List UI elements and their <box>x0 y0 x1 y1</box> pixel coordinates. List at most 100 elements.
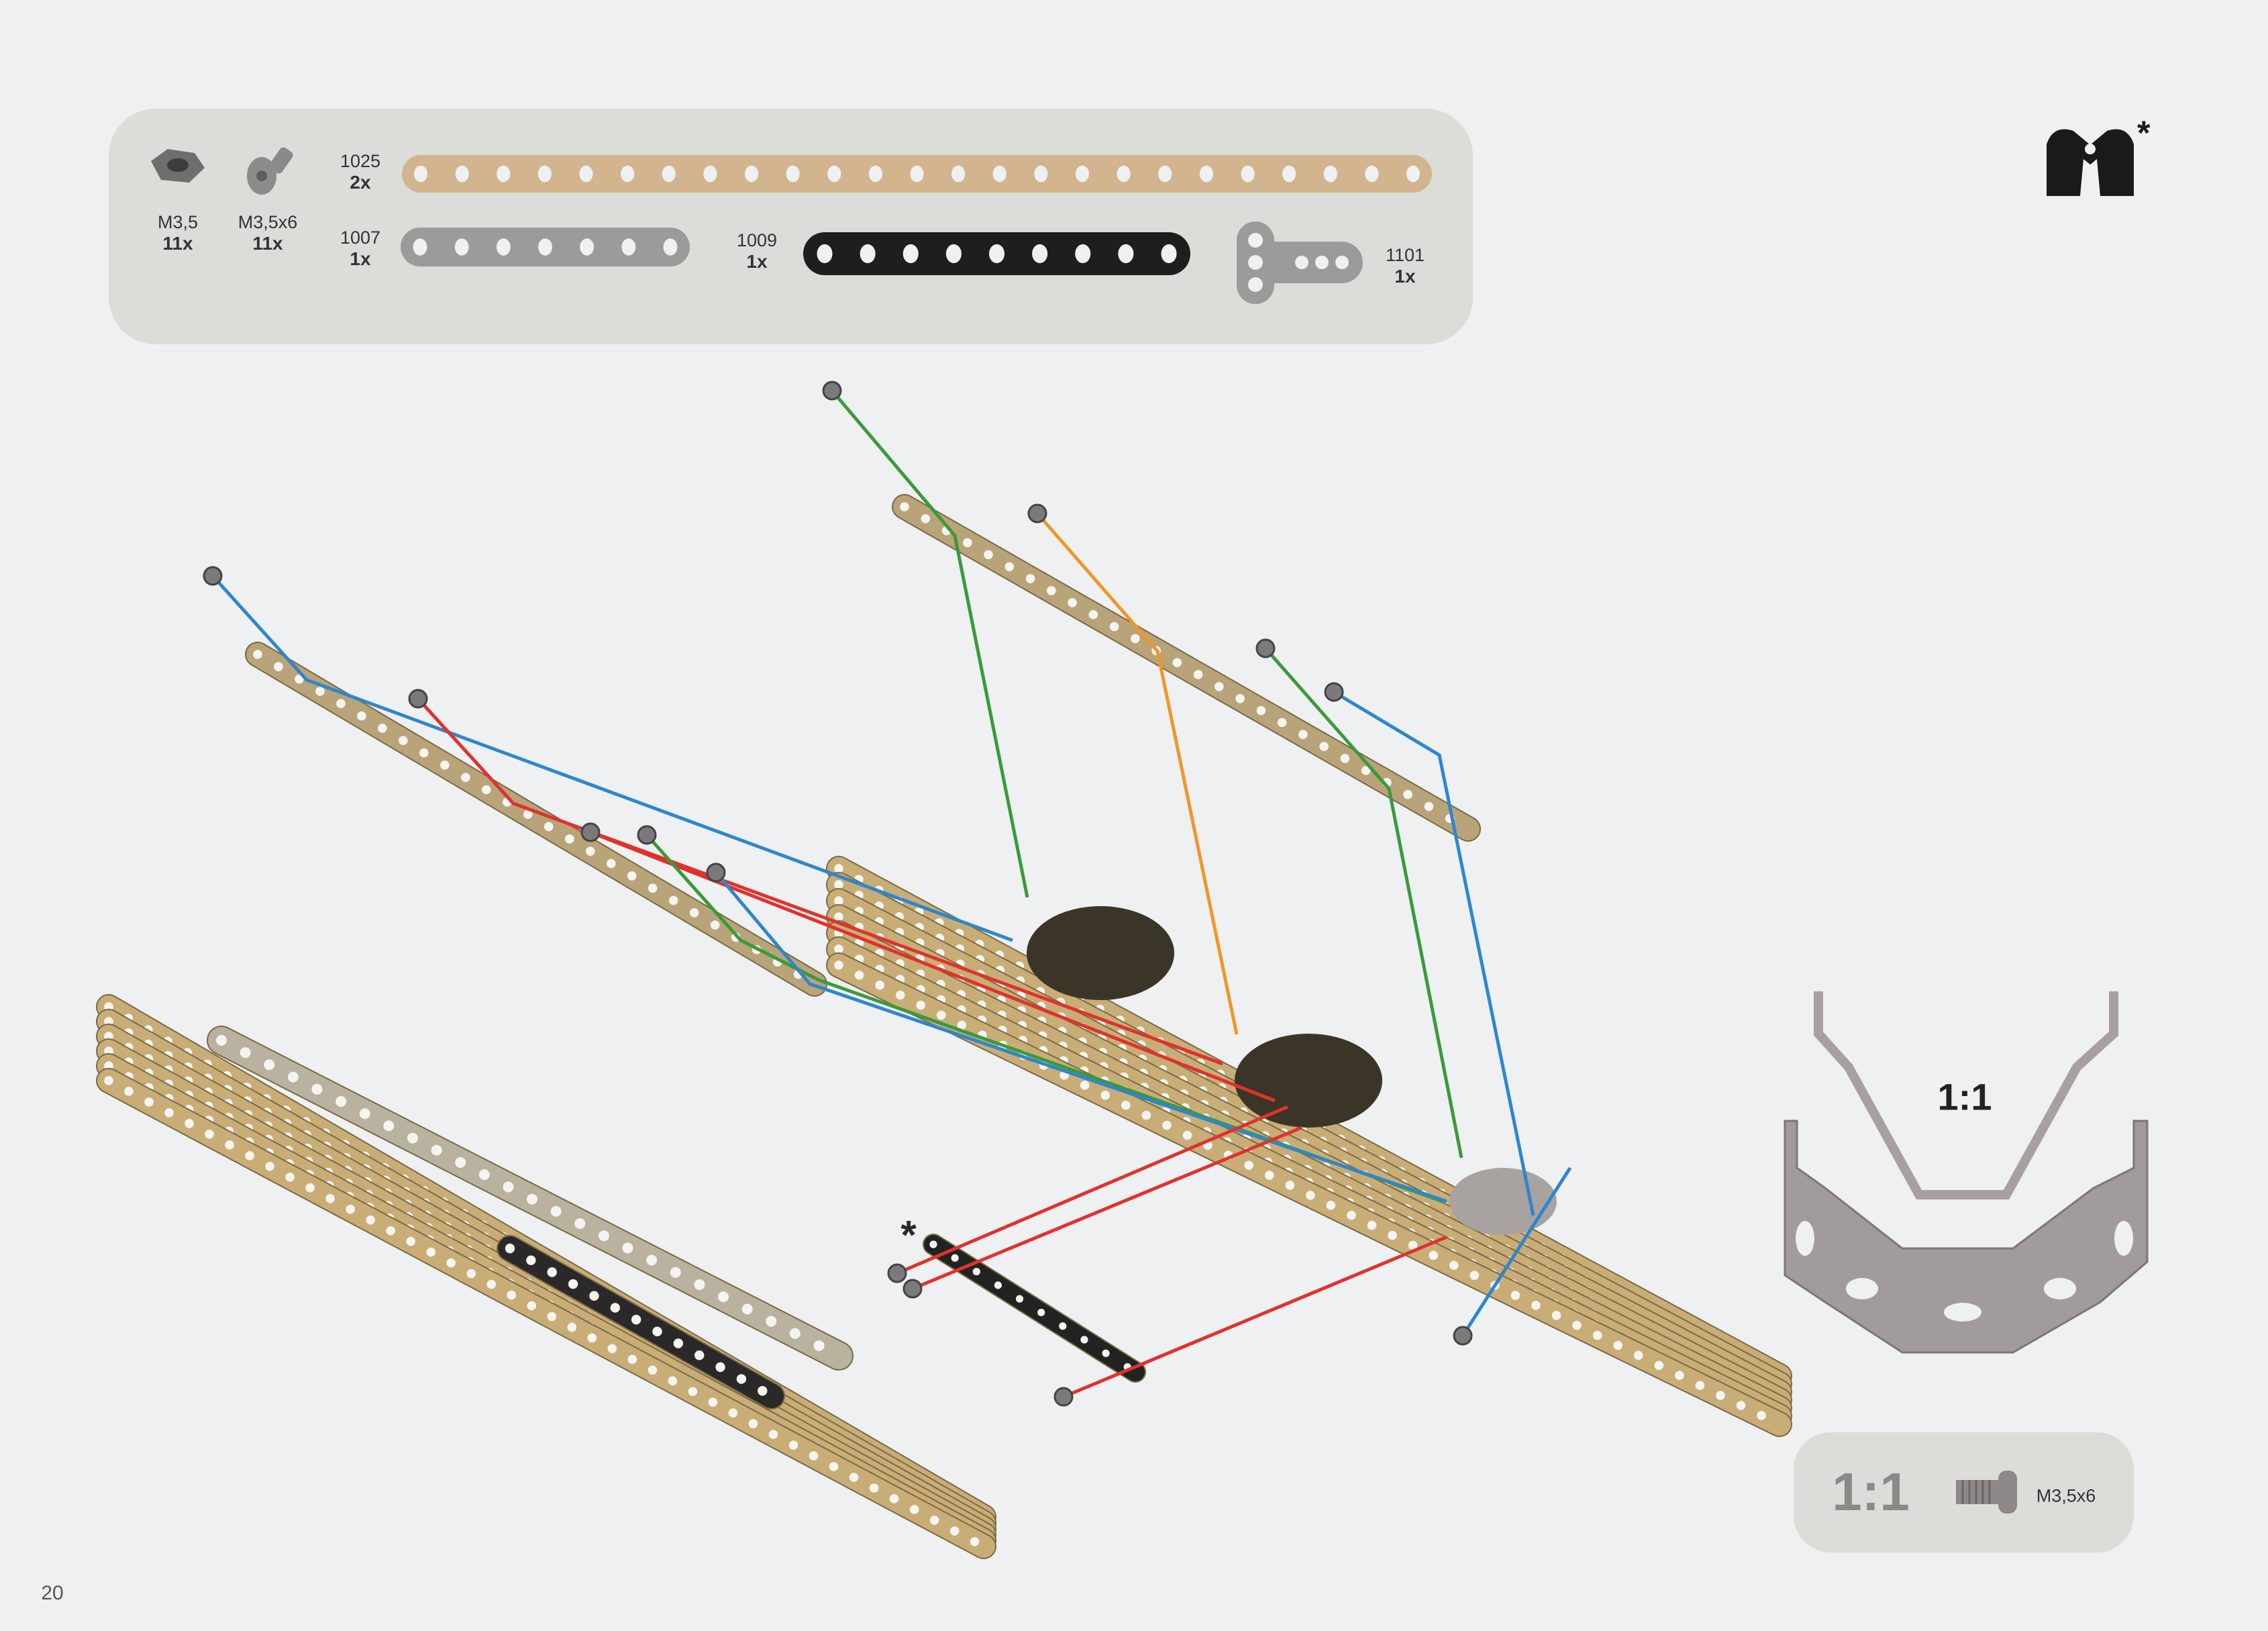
strip-hole <box>497 165 511 183</box>
strip-hole <box>537 165 552 183</box>
strip-hole <box>1032 244 1048 264</box>
assembly-guide-line <box>831 389 1029 898</box>
strip-hole <box>1161 244 1177 264</box>
part-name: 1025 <box>340 151 381 171</box>
screw-head-icon <box>580 822 601 842</box>
strip-hole <box>621 238 636 256</box>
detail-scale-label: 1:1 <box>1937 1075 1992 1118</box>
part-name: M3,5 <box>157 212 199 232</box>
assembly-guide-line <box>896 1105 1288 1275</box>
strip-hole <box>496 238 511 256</box>
strip-hole <box>1241 165 1255 183</box>
strip-hole <box>1034 165 1048 183</box>
strip-hole <box>1075 244 1091 264</box>
screw-head-icon <box>887 1263 907 1283</box>
strip-hole <box>860 244 876 264</box>
part-name: 1101 <box>1385 245 1425 265</box>
main-assembly-cylinder <box>1027 906 1174 1000</box>
two-hands-icon: * <box>2047 114 2151 196</box>
part-qty: 1x <box>1394 266 1416 287</box>
assembly-guide-line <box>590 830 1276 1103</box>
strip-hole <box>992 165 1007 183</box>
strip-hole <box>786 165 800 183</box>
screw-head-icon <box>822 381 842 401</box>
assembly-guide-line <box>211 575 1013 942</box>
strip-hole <box>1323 165 1337 183</box>
strip-1007 <box>401 228 690 266</box>
screw-head-icon <box>1027 503 1047 524</box>
assembly-guide-line <box>1461 1167 1572 1337</box>
assembly-guide-line <box>417 697 1223 1066</box>
upper-strip-1025 <box>892 494 1481 842</box>
strip-hole <box>988 244 1005 264</box>
part-name: 1009 <box>736 230 778 250</box>
strip-holes <box>834 960 1784 1429</box>
main-assembly-cylinder <box>1235 1034 1382 1128</box>
curved-bracket-detail <box>1784 991 2149 1354</box>
strip-hole <box>903 244 919 264</box>
strip-hole <box>951 165 966 183</box>
left-strip-1025 <box>245 642 827 997</box>
screw-head-icon <box>408 689 428 709</box>
page-number: 20 <box>41 1582 64 1604</box>
main-assembly-bracket <box>1449 1168 1557 1235</box>
strip-hole <box>1075 165 1090 183</box>
left-assembly-grey-strip <box>207 1026 854 1371</box>
screw-head-icon <box>903 1279 923 1299</box>
strip-hole <box>1365 165 1379 183</box>
strip-hole <box>538 238 552 256</box>
strip-hole <box>1199 165 1213 183</box>
part-qty: 2x <box>350 172 371 193</box>
strip-body <box>97 1069 995 1558</box>
strip-hole <box>580 238 595 256</box>
assembly-guide-line <box>912 1126 1302 1291</box>
strip-hole <box>455 165 469 183</box>
part-qty: 1x <box>746 251 768 272</box>
assembly-guide-line <box>1333 690 1535 1216</box>
screw-head-icon <box>637 825 657 845</box>
assembly-guide-line <box>646 834 1443 1203</box>
gauge-scale-label: 1:1 <box>1832 1462 1910 1522</box>
screw-head-icon <box>1255 638 1276 658</box>
strip-holes <box>216 1035 844 1361</box>
screw-head-icon <box>203 566 223 586</box>
strip-hole <box>662 165 676 183</box>
strip-hole <box>910 165 924 183</box>
strip-hole <box>1282 165 1296 183</box>
t-piece-1101 <box>1237 221 1363 304</box>
part-qty: 1x <box>350 248 371 269</box>
strip-body <box>893 495 1480 840</box>
screw-gauge-icon <box>1956 1471 2017 1514</box>
gauge-screw-label: M3,5x6 <box>2036 1485 2096 1506</box>
part-name: M3,5x6 <box>238 212 298 232</box>
strip-hole <box>945 244 962 264</box>
screw-head-icon <box>1453 1326 1473 1346</box>
left-assembly-strip <box>96 1068 996 1559</box>
screw-head-icon <box>1324 682 1344 702</box>
strip-hole <box>868 165 882 183</box>
strip-hole <box>1118 244 1134 264</box>
strip-hole <box>744 165 759 183</box>
strip-1009 <box>803 232 1190 275</box>
strip-holes <box>505 1243 777 1401</box>
strip-hole <box>413 165 428 183</box>
assembly-guide-line <box>1264 647 1463 1158</box>
black-strip-1009 <box>923 1234 1146 1383</box>
strip-hole <box>663 238 678 256</box>
strip-1025 <box>402 155 1432 193</box>
strip-hole <box>827 165 841 183</box>
strip-body <box>246 643 826 995</box>
screw-head-icon <box>706 862 726 883</box>
assembly-guide-line <box>1063 1235 1447 1399</box>
strip-hole <box>1117 165 1131 183</box>
hex-nut-icon <box>151 149 205 183</box>
part-qty: 11x <box>252 233 283 254</box>
strip-hole <box>454 238 469 256</box>
